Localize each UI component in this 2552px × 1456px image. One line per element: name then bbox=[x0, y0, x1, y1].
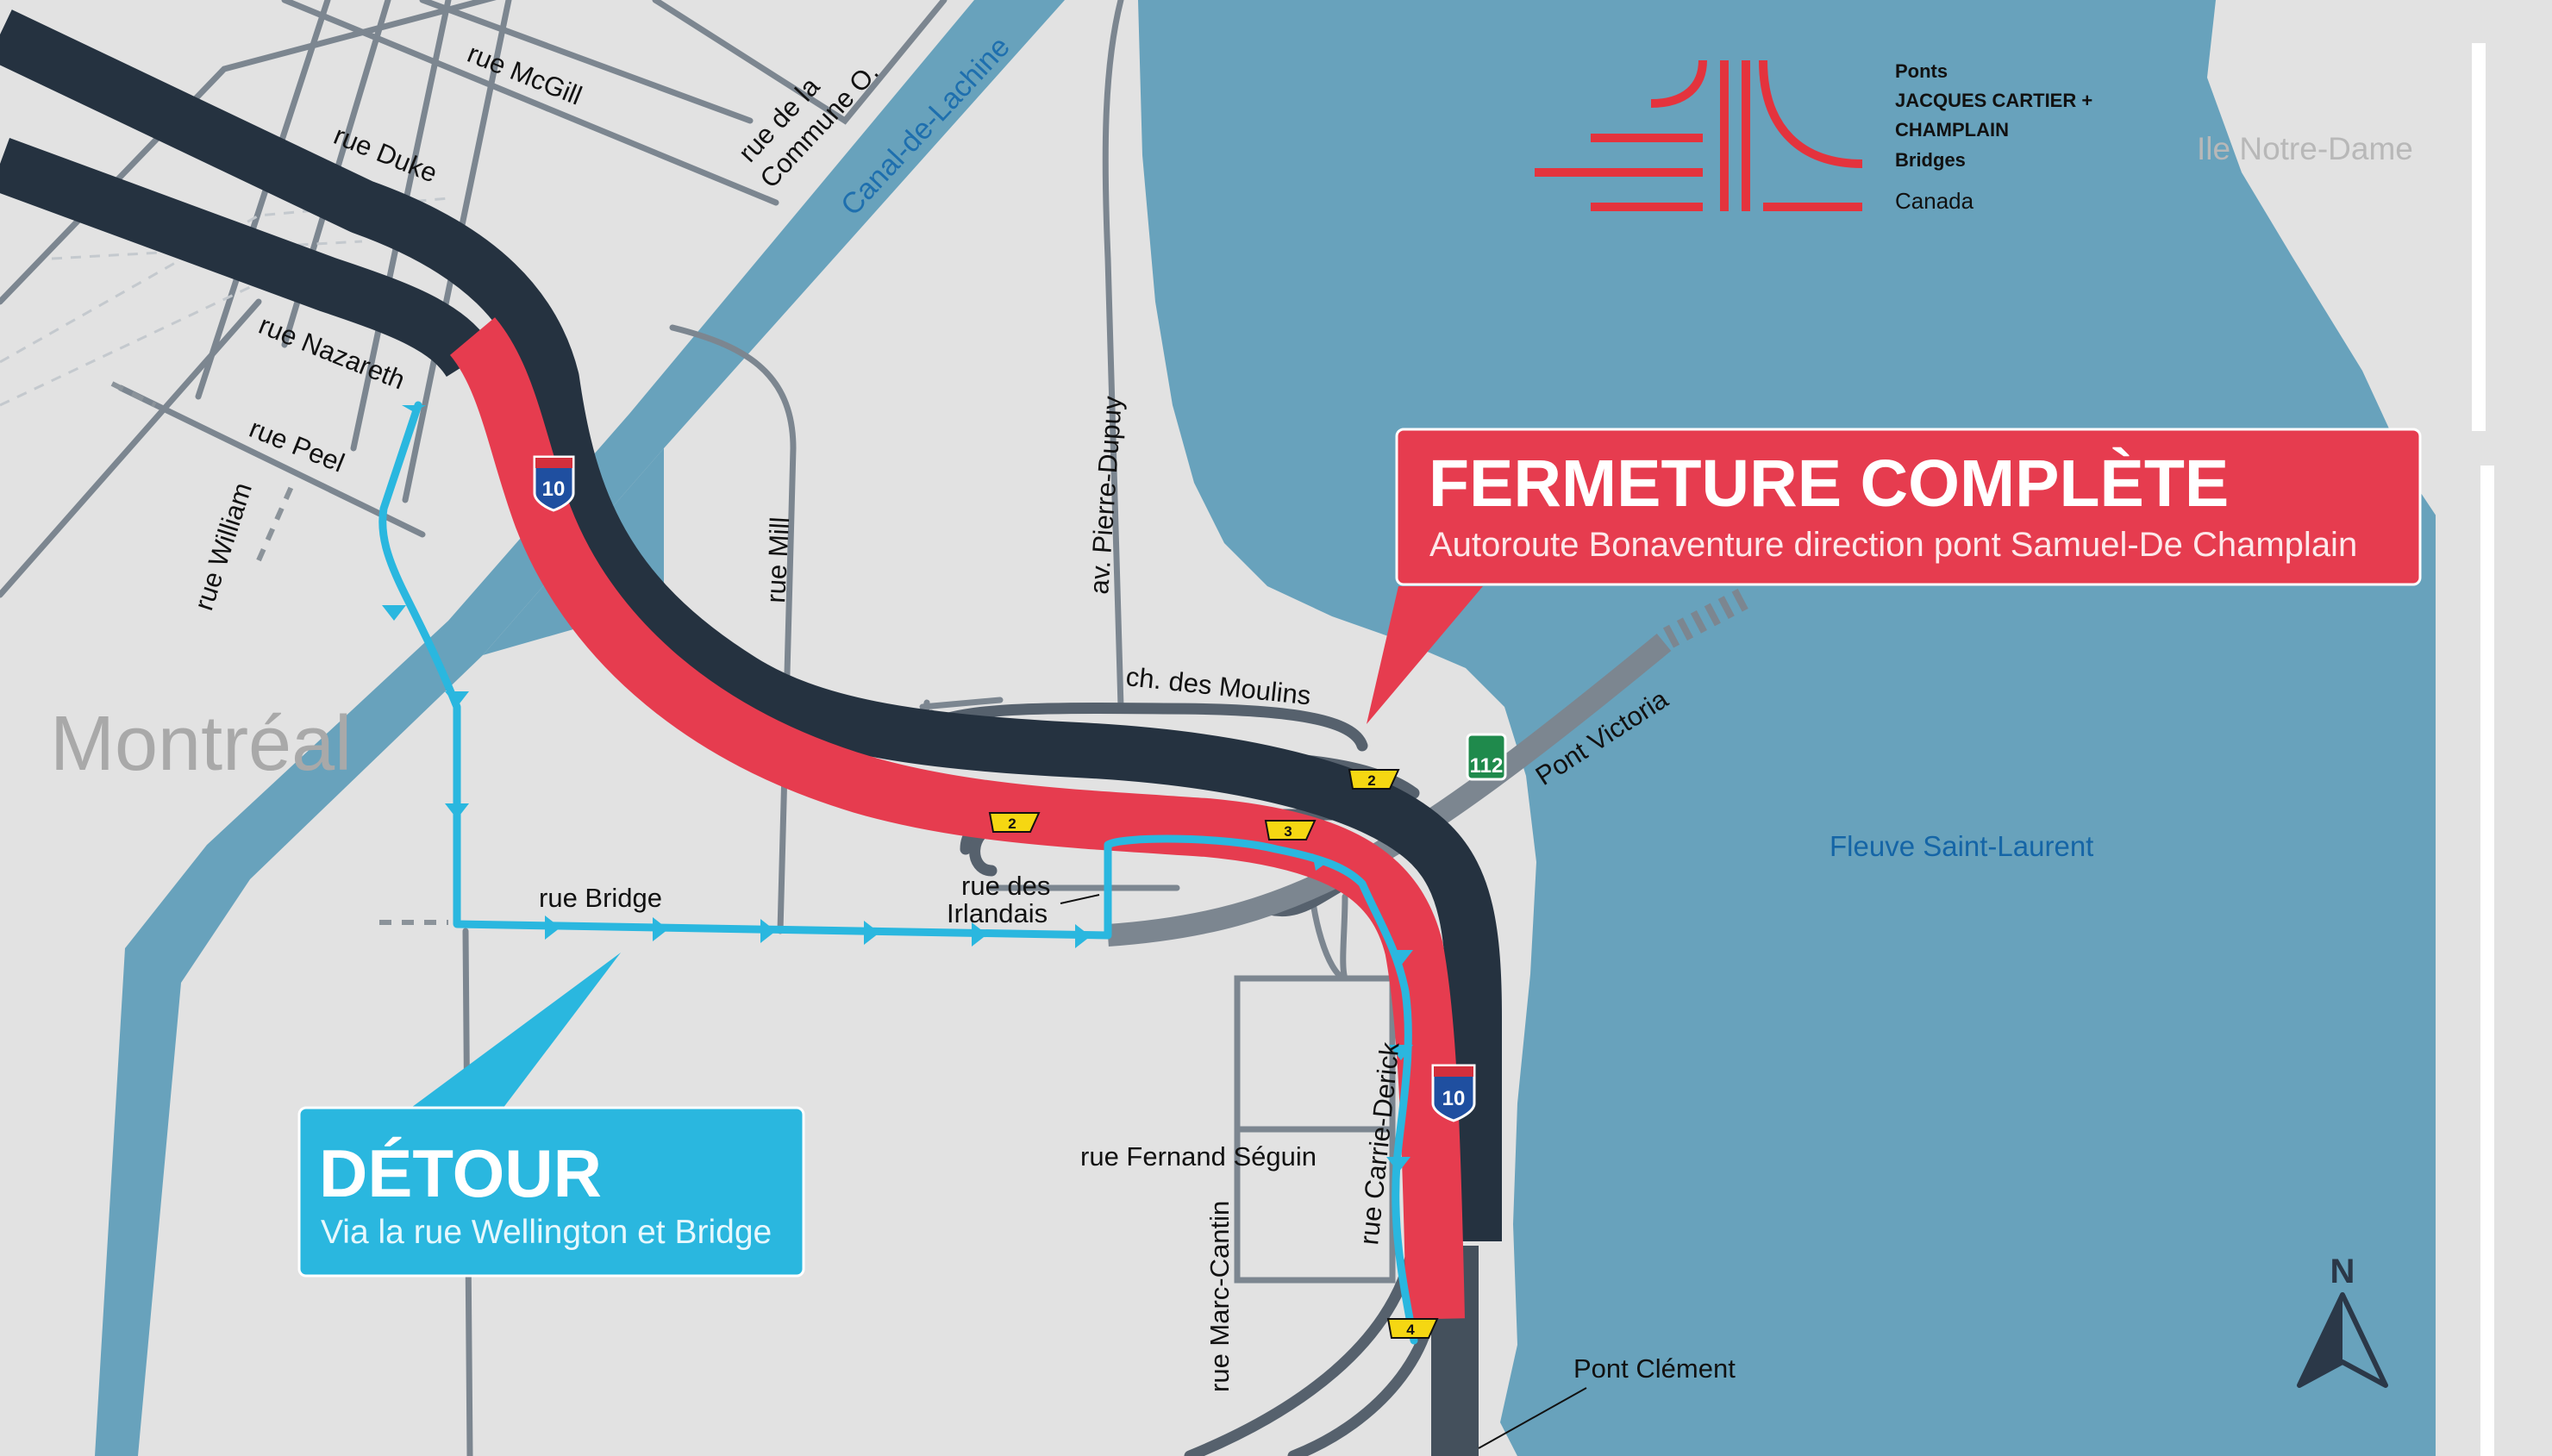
street-label-fernand: rue Fernand Séguin bbox=[1080, 1141, 1317, 1172]
svg-text:4: 4 bbox=[1406, 1322, 1415, 1338]
svg-text:112: 112 bbox=[1470, 754, 1504, 778]
exit-marker-4: 4 bbox=[1386, 1318, 1439, 1339]
north-label: N bbox=[2330, 1253, 2355, 1290]
street-label-irlandais-1: rue des bbox=[961, 871, 1050, 901]
logo-canada: Canada bbox=[1895, 188, 1974, 214]
street-label-clement: Pont Clément bbox=[1573, 1353, 1736, 1384]
street-label-mill: rue Mill bbox=[760, 516, 795, 604]
svg-text:2: 2 bbox=[1367, 772, 1375, 789]
logo-line-1: Ponts bbox=[1895, 60, 1948, 82]
street-label-bridge: rue Bridge bbox=[539, 883, 662, 913]
north-arrow: N bbox=[2297, 1253, 2388, 1388]
closure-callout: FERMETURE COMPLÈTE Autoroute Bonaventure… bbox=[1367, 428, 2422, 724]
street-label-irlandais-2: Irlandais bbox=[947, 898, 1048, 928]
autoroute-shield-1: 10 bbox=[533, 455, 575, 512]
svg-text:10: 10 bbox=[1442, 1087, 1466, 1110]
exit-marker-1: 2 bbox=[988, 812, 1041, 833]
logo-line-3: CHAMPLAIN bbox=[1895, 119, 2009, 141]
bridges-logo: Ponts JACQUES CARTIER + CHAMPLAIN Bridge… bbox=[1535, 59, 2092, 214]
bridges-logo-mark bbox=[1535, 59, 1863, 211]
logo-line-4: Bridges bbox=[1895, 149, 1966, 171]
logo-line-2: JACQUES CARTIER + bbox=[1895, 90, 2092, 111]
river-label: Fleuve Saint-Laurent bbox=[1830, 830, 2093, 862]
detour-callout: DÉTOUR Via la rue Wellington et Bridge bbox=[297, 953, 805, 1278]
street-label-marc-cantin: rue Marc-Cantin bbox=[1204, 1201, 1235, 1392]
detour-title: DÉTOUR bbox=[319, 1135, 602, 1211]
closure-title: FERMETURE COMPLÈTE bbox=[1429, 447, 2229, 521]
irlandais-leader bbox=[1060, 894, 1100, 904]
svg-text:10: 10 bbox=[542, 478, 566, 501]
island-road bbox=[2472, 43, 2494, 1456]
exit-marker-3: 3 bbox=[1264, 820, 1317, 840]
detour-arrows bbox=[382, 405, 1413, 1172]
closure-subtitle: Autoroute Bonaventure direction pont Sam… bbox=[1429, 526, 2357, 564]
island-label: Ile Notre-Dame bbox=[2197, 131, 2413, 166]
city-label: Montréal bbox=[50, 701, 352, 787]
route-112-shield: 112 bbox=[1466, 733, 1507, 781]
pont-clement-leader bbox=[1478, 1387, 1587, 1449]
river-water bbox=[1138, 0, 2552, 1456]
svg-text:2: 2 bbox=[1008, 815, 1016, 832]
detour-subtitle: Via la rue Wellington et Bridge bbox=[321, 1214, 772, 1251]
exit-marker-2: 2 bbox=[1348, 769, 1400, 790]
dashed-roads bbox=[110, 381, 448, 925]
autoroute-shield-2: 10 bbox=[1431, 1064, 1476, 1122]
svg-text:3: 3 bbox=[1284, 823, 1292, 840]
